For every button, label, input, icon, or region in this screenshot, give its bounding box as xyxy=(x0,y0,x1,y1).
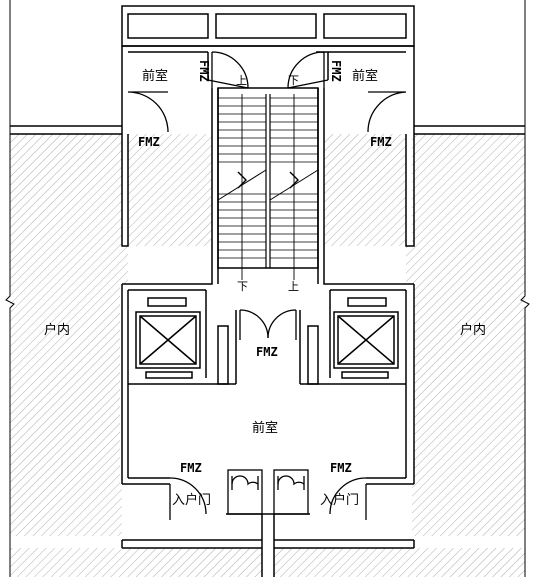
lobby-double-door xyxy=(239,309,297,340)
indoor-label-right: 户内 xyxy=(460,322,486,338)
entry-door-label-left: 入户门 xyxy=(172,492,211,508)
door-code-bottom-left: FMZ xyxy=(180,461,202,475)
staircase xyxy=(217,87,319,280)
front-room-label-left: 前室 xyxy=(142,68,168,84)
stair-up-label-left: 上 xyxy=(236,74,247,87)
lower-core-walls xyxy=(121,246,415,485)
stair-up-label-right: 上 xyxy=(288,280,299,293)
door-code-stair-left: FMZ xyxy=(197,60,211,82)
bottom-walls xyxy=(121,513,415,577)
front-room-label-center: 前室 xyxy=(252,420,278,436)
stair-direction-labels: 上 下 下 上 xyxy=(236,74,299,293)
stair-top-doors xyxy=(207,51,329,89)
entry-door-label-right: 入户门 xyxy=(320,492,359,508)
stair-down-label-left: 下 xyxy=(237,280,248,293)
elevator-right xyxy=(333,297,399,379)
door-code-left-upper: FMZ xyxy=(138,135,160,149)
break-lines xyxy=(5,0,530,577)
room-labels: 前室 前室 前室 户内 户内 入户门 入户门 xyxy=(44,68,486,508)
door-code-bottom-right: FMZ xyxy=(330,461,352,475)
door-code-lobby: FMZ xyxy=(256,345,278,359)
door-code-right-upper: FMZ xyxy=(370,135,392,149)
elevator-left xyxy=(135,297,201,379)
indoor-label-left: 户内 xyxy=(44,322,70,338)
door-code-stair-right: FMZ xyxy=(329,60,343,82)
front-room-label-right: 前室 xyxy=(352,68,378,84)
stair-down-label-top-right: 下 xyxy=(288,74,299,87)
top-shaft-box xyxy=(121,5,415,47)
door-code-labels: FMZ FMZ FMZ FMZ FMZ FMZ FMZ xyxy=(138,60,392,475)
hatched-areas xyxy=(10,134,525,577)
left-upper-door xyxy=(127,91,169,133)
right-upper-door xyxy=(367,91,407,133)
